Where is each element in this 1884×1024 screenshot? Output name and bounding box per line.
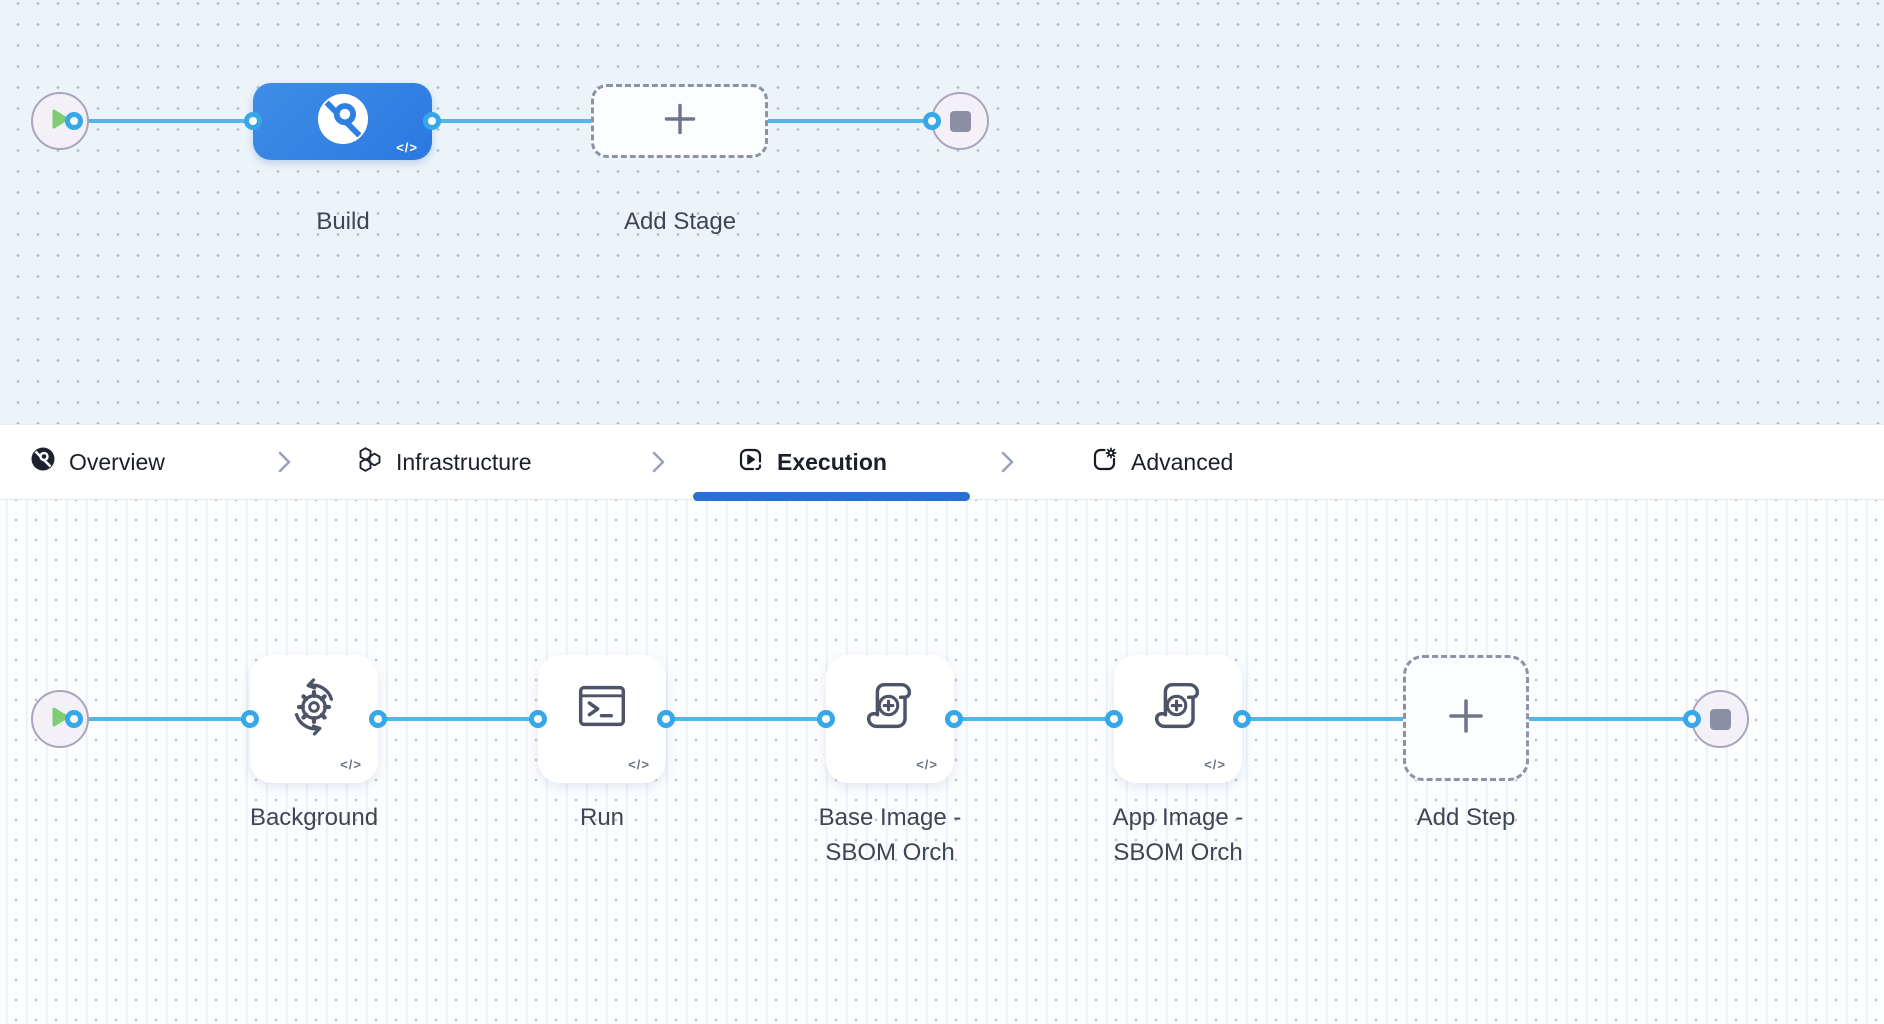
connector-port[interactable] bbox=[244, 112, 262, 130]
sbom-scroll-icon bbox=[1154, 682, 1200, 729]
plus-icon bbox=[1446, 696, 1486, 741]
connector-port[interactable] bbox=[1105, 710, 1123, 728]
tab-execution[interactable]: Execution bbox=[737, 425, 887, 499]
plus-icon bbox=[662, 101, 698, 142]
execution-canvas[interactable]: </> Background </> Run </> Bas bbox=[0, 500, 1884, 1024]
stage-node-build[interactable]: </> bbox=[253, 83, 432, 160]
infrastructure-hexagons-icon bbox=[356, 446, 383, 479]
connector-port[interactable] bbox=[657, 710, 675, 728]
step-node-run[interactable]: </> bbox=[538, 655, 666, 783]
add-step-button[interactable] bbox=[1403, 655, 1529, 781]
connector-port[interactable] bbox=[945, 710, 963, 728]
overview-build-icon bbox=[30, 446, 56, 478]
ci-build-icon bbox=[316, 92, 370, 151]
connector-port[interactable] bbox=[529, 710, 547, 728]
connector-port[interactable] bbox=[65, 710, 83, 728]
add-stage-label: Add Stage bbox=[623, 208, 737, 235]
connector-port[interactable] bbox=[817, 710, 835, 728]
stop-icon bbox=[949, 110, 971, 132]
stage-yaml-badge: </> bbox=[396, 140, 418, 155]
step-label: Background bbox=[249, 804, 379, 831]
tab-label: Execution bbox=[777, 448, 887, 475]
step-yaml-badge: </> bbox=[628, 757, 650, 772]
connector-port[interactable] bbox=[1233, 710, 1251, 728]
stop-icon bbox=[1709, 708, 1731, 730]
tab-infrastructure[interactable]: Infrastructure bbox=[356, 425, 532, 499]
step-yaml-badge: </> bbox=[340, 757, 362, 772]
execution-play-icon bbox=[737, 446, 764, 479]
add-step-label: Add Step bbox=[1416, 804, 1516, 831]
chevron-right-icon bbox=[278, 450, 291, 479]
connector-port[interactable] bbox=[423, 112, 441, 130]
step-label: App Image - SBOM Orch bbox=[1112, 804, 1244, 866]
chevron-right-icon bbox=[652, 450, 665, 479]
play-icon bbox=[50, 706, 70, 733]
step-node-background[interactable]: </> bbox=[250, 655, 378, 783]
step-yaml-badge: </> bbox=[916, 757, 938, 772]
connector-port[interactable] bbox=[1683, 710, 1701, 728]
connector-port[interactable] bbox=[65, 112, 83, 130]
stage-config-tabbar: Overview Infrastructure bbox=[0, 424, 1884, 501]
tab-label: Advanced bbox=[1131, 448, 1234, 475]
sbom-scroll-icon bbox=[866, 682, 912, 729]
terminal-icon bbox=[578, 685, 626, 727]
tab-label: Infrastructure bbox=[396, 448, 532, 475]
tab-advanced[interactable]: Advanced bbox=[1091, 425, 1233, 499]
step-node-base-image-sbom-orch[interactable]: </> bbox=[826, 655, 954, 783]
advanced-settings-icon bbox=[1091, 446, 1118, 479]
active-tab-underline bbox=[693, 492, 970, 501]
connector-port[interactable] bbox=[369, 710, 387, 728]
step-node-app-image-sbom-orch[interactable]: </> bbox=[1114, 655, 1242, 783]
background-service-icon bbox=[294, 678, 334, 736]
step-label: Base Image - SBOM Orch bbox=[818, 804, 962, 866]
stage-label-build: Build bbox=[316, 208, 370, 235]
connector-port[interactable] bbox=[241, 710, 259, 728]
play-icon bbox=[50, 108, 70, 135]
step-label: Run bbox=[579, 804, 625, 831]
stage-connector-line bbox=[60, 119, 932, 123]
add-stage-button[interactable] bbox=[591, 84, 768, 158]
tab-label: Overview bbox=[69, 448, 165, 475]
stage-canvas[interactable]: </> Build Add Stage bbox=[0, 0, 1884, 424]
pipeline-end-node bbox=[931, 92, 989, 150]
step-yaml-badge: </> bbox=[1204, 757, 1226, 772]
connector-port[interactable] bbox=[923, 112, 941, 130]
tab-overview[interactable]: Overview bbox=[30, 425, 165, 499]
chevron-right-icon bbox=[1001, 450, 1014, 479]
